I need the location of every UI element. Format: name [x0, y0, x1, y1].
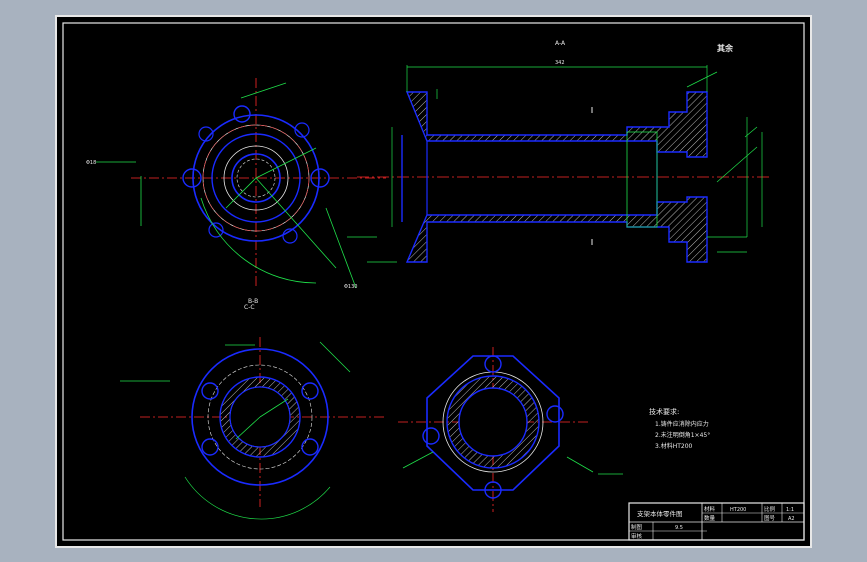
tech-req-item: 3.材料HT200 — [655, 442, 693, 450]
flange-view-bottom-middle — [398, 347, 623, 512]
flange-view-top-left: Φ18 Φ130 — [86, 78, 386, 290]
tech-req-item: 2.未注明倒角1×45° — [655, 431, 710, 439]
inner-border — [62, 22, 805, 541]
scale-value: 1:1 — [786, 507, 794, 513]
title-block: 支架本体零件图 材料 HT200 比例 1:1 数量 图号 A2 制图 9.5 … — [628, 502, 805, 541]
date-value: 9.5 — [675, 525, 683, 531]
tech-requirements: 技术要求: 1.铸件应消除内应力 2.未注明倒角1×45° 3.材料HT200 — [649, 407, 710, 450]
flange-view-bottom-left — [120, 337, 385, 520]
material-label: 材料 — [704, 505, 716, 513]
material-value: HT200 — [730, 507, 746, 513]
drawing-no-value: A2 — [788, 516, 795, 522]
tech-req-item: 1.铸件应消除内应力 — [655, 420, 709, 428]
section-label-c: C-C — [244, 304, 255, 311]
overall-length-dim: 342 — [555, 60, 565, 66]
checker-label: 审核 — [631, 532, 643, 540]
scale-label: 比例 — [764, 505, 776, 513]
drawing-canvas: Φ18 Φ130 C-C 342 — [62, 22, 805, 541]
hole-dia-dim: Φ18 — [86, 160, 96, 166]
drawing-no-label: 图号 — [764, 514, 776, 522]
drafter-label: 制图 — [631, 523, 643, 531]
part-name: 支架本体零件图 — [637, 509, 683, 518]
quantity-label: 数量 — [704, 514, 716, 522]
main-section-view: 342 — [347, 60, 772, 263]
roughness-note: 其余 — [717, 43, 734, 53]
section-label-b: B-B — [248, 298, 258, 305]
drawing-sheet: Φ18 Φ130 C-C 342 — [55, 15, 812, 548]
section-label-a: A-A — [555, 40, 566, 47]
bolt-circle-dim: Φ130 — [344, 284, 357, 290]
tech-req-title: 技术要求: — [649, 407, 679, 416]
